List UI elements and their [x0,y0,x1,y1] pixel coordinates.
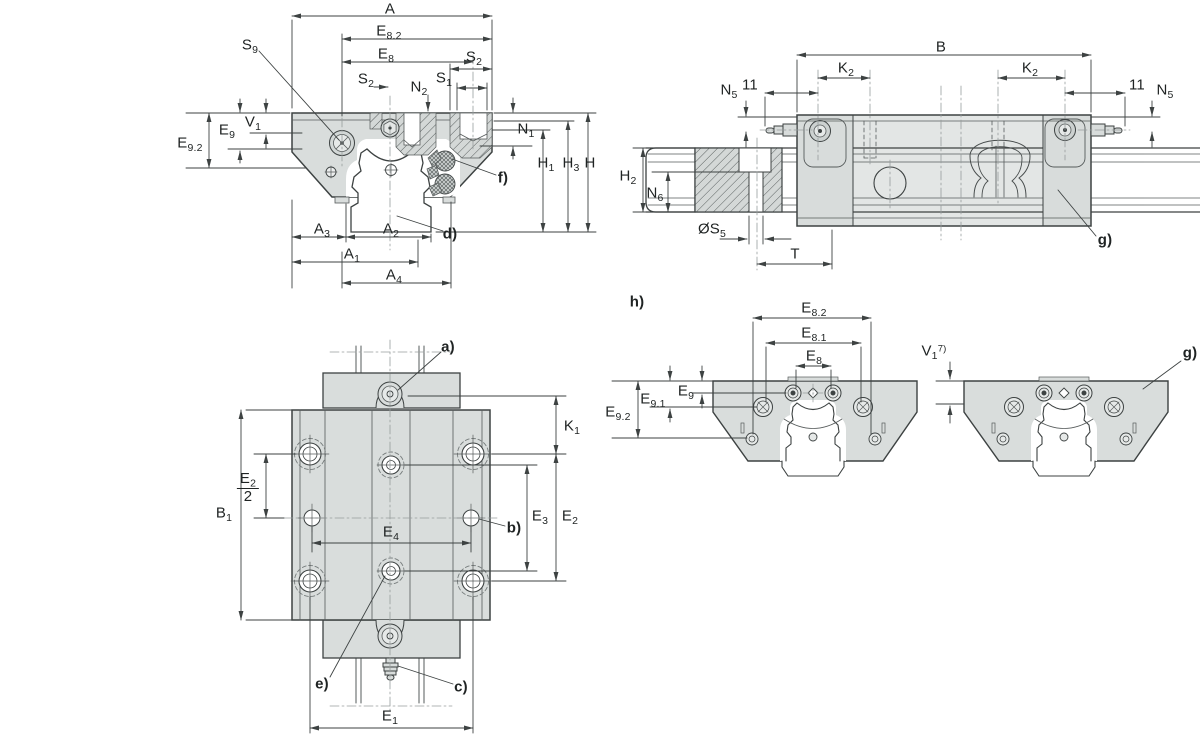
end-views [611,315,1182,477]
callout-f: f) [497,169,509,187]
dim-label-s1: S1 [435,69,453,89]
side-view [632,52,1200,271]
dim-label-k2-left: K2 [837,59,855,79]
dim-label-e9-1-end: E9.1 [640,390,666,410]
dim-label-b: B [935,38,947,56]
dim-label-e8-1-end: E8.1 [801,324,827,344]
dim-label-e2: E2 [561,507,579,527]
dim-label-e9-end: E9 [677,382,695,402]
dim-label-s9: S9 [241,36,259,56]
callout-a: a) [441,338,455,356]
dim-label-s5: ØS5 [697,220,727,240]
dim-label-n6: N6 [646,184,664,204]
dim-label-s2-right: S2 [465,48,483,68]
dim-label-s2-left: S2 [357,70,375,90]
dim-label-e9: E9 [218,121,236,141]
dim-label-e4: E4 [382,523,400,543]
dim-label-h1: H1 [537,154,555,174]
mounting-holes [290,434,493,601]
callout-e: e) [315,675,329,693]
dim-label-n2: N2 [410,78,428,98]
dim-label-a2: A2 [382,220,400,240]
dim-label-b1: B1 [215,504,233,524]
dim-label-h: H [584,154,596,172]
dim-label-e3: E3 [531,507,549,527]
dim-label-11-left: 11 [742,76,758,94]
dim-label-h3: H3 [562,154,580,174]
callout-g-end: g) [1182,344,1198,362]
callout-h: h) [629,293,645,311]
dim-label-a4: A4 [385,266,403,286]
dim-label-e8-2-end: E8.2 [801,299,827,319]
dim-label-t: T [790,245,800,263]
dim-label-a: A [384,0,396,18]
dim-label-h2: H2 [619,167,637,187]
dim-label-e9-2: E9.2 [177,134,203,154]
dim-label-e8: E8 [377,45,395,65]
dim-label-e2-half: E2 2 [236,470,260,505]
dim-label-v1-end: V17) [921,342,947,362]
callout-b: b) [506,519,522,537]
callout-c: c) [454,678,468,696]
dim-label-e8-2: E8.2 [376,22,402,42]
dim-label-n1: N1 [517,120,535,140]
callout-g-side: g) [1097,231,1113,249]
dim-label-e8-end: E8 [805,347,823,367]
dim-label-v1: V1 [244,113,262,133]
dim-label-n5-left: N5 [720,81,738,101]
dim-label-e9-2-end: E9.2 [605,403,631,423]
dim-label-a1: A1 [343,245,361,265]
dim-label-e1: E1 [381,707,399,727]
callout-d: d) [442,225,458,243]
dim-label-k1: K1 [563,417,581,437]
front-section-view [185,13,597,289]
dim-label-a3: A3 [313,220,331,240]
dim-label-k2-right: K2 [1021,59,1039,79]
dim-label-n5-right: N5 [1156,81,1174,101]
dim-label-11-right: 11 [1129,76,1145,94]
plan-view [238,339,567,734]
